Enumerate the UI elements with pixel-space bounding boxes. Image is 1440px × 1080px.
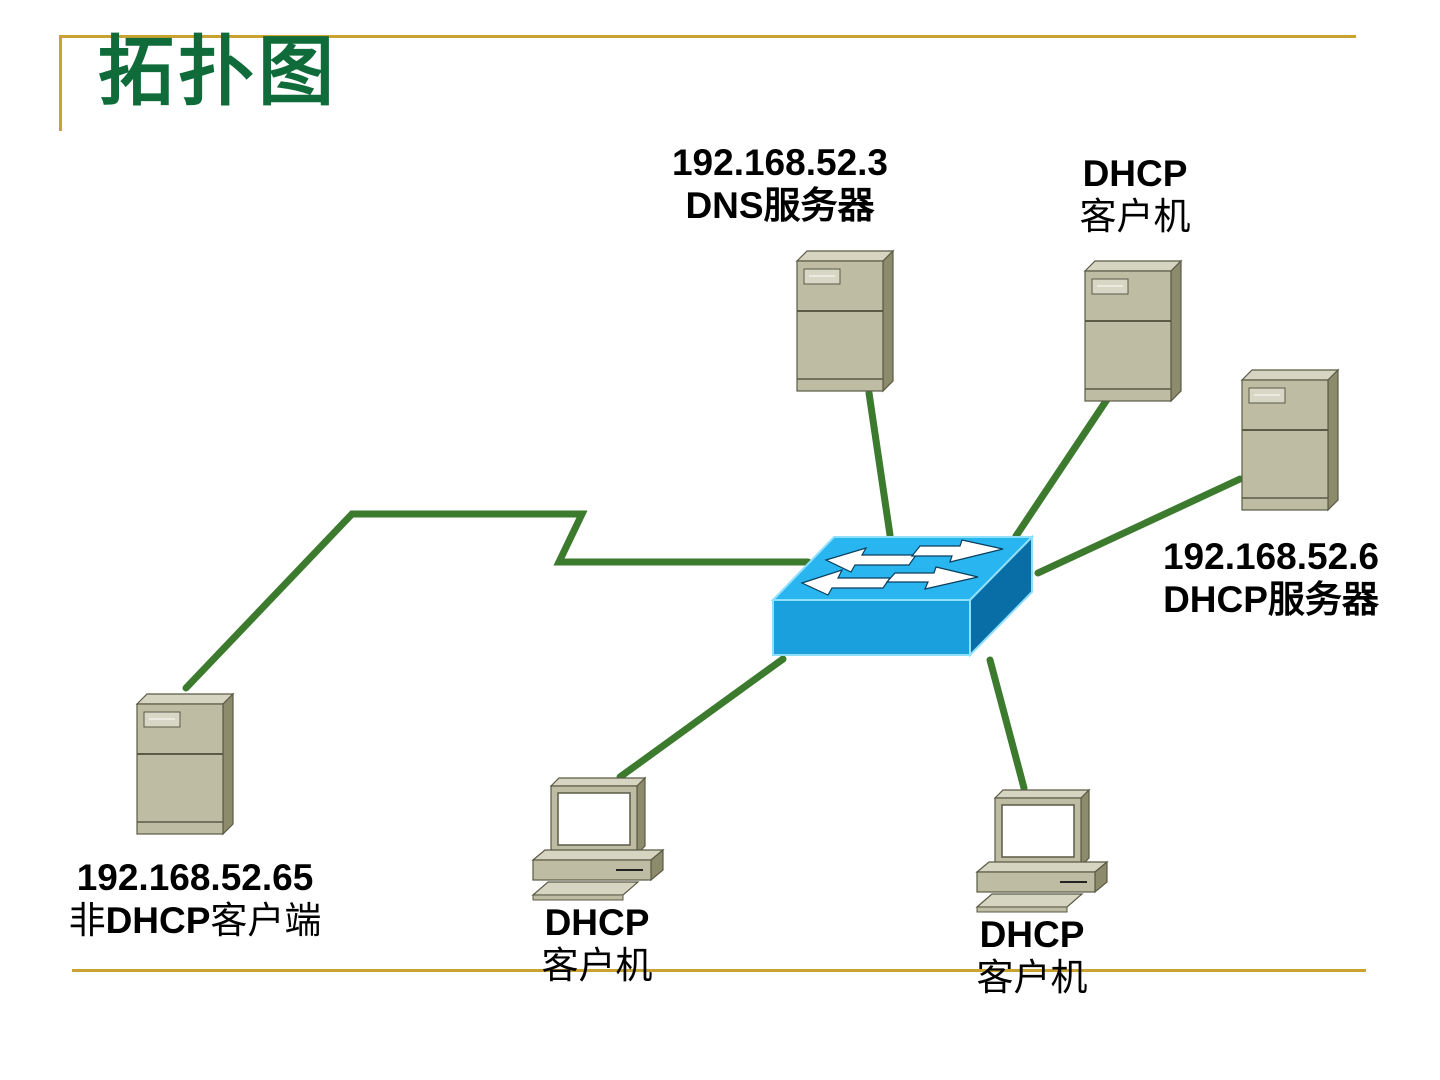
- dhcp-client-right-label: DHCP 客户机: [947, 914, 1117, 999]
- dns-server-label: 192.168.52.3 DNS服务器: [650, 142, 910, 227]
- link-serial-non-dhcp: [182, 510, 812, 692]
- dhcp-client-top-line1: DHCP: [1082, 153, 1188, 194]
- dhcp-server-label: 192.168.52.6 DHCP服务器: [1140, 536, 1402, 621]
- dhcp-client-mid-workstation-icon: [532, 777, 664, 901]
- dhcp-client-top-line2: 客户机: [1079, 195, 1191, 237]
- non-dhcp-client-ip: 192.168.52.65: [76, 857, 314, 898]
- left-rule: [59, 35, 62, 131]
- link-dns-server: [865, 389, 894, 539]
- dhcp-client-mid-line2: 客户机: [541, 944, 653, 986]
- links: [182, 389, 1244, 792]
- dns-server-role: DNS服务器: [685, 184, 875, 226]
- dns-server-icon: [796, 250, 894, 392]
- link-dhcp-client-top: [1012, 394, 1112, 540]
- dhcp-client-right-workstation-icon: [976, 789, 1108, 913]
- slide-title: 拓扑图: [98, 27, 338, 116]
- dhcp-server-icon: [1241, 369, 1339, 511]
- non-dhcp-client-label: 192.168.52.65 非DHCP客户端: [50, 857, 340, 942]
- link-dhcp-client-mid: [616, 655, 787, 781]
- dhcp-client-mid-label: DHCP 客户机: [512, 902, 682, 987]
- dhcp-client-top-server-icon: [1084, 260, 1182, 402]
- non-dhcp-bold: DHCP: [105, 899, 211, 941]
- dns-server-ip: 192.168.52.3: [671, 142, 889, 183]
- top-rule: [60, 35, 1356, 38]
- dhcp-client-top-label: DHCP 客户机: [1050, 153, 1220, 238]
- dhcp-client-mid-line1: DHCP: [544, 902, 650, 943]
- bottom-rule: [72, 969, 1366, 972]
- dhcp-server-role: DHCP服务器: [1163, 578, 1379, 620]
- dhcp-server-ip: 192.168.52.6: [1162, 536, 1380, 577]
- non-dhcp-client-role: 非DHCP客户端: [50, 900, 340, 943]
- dhcp-client-right-line2: 客户机: [976, 956, 1088, 998]
- non-dhcp-prefix: 非: [68, 899, 106, 941]
- switch-icon: [770, 534, 1035, 658]
- non-dhcp-suffix: 客户端: [210, 899, 322, 941]
- link-dhcp-server: [1034, 475, 1244, 577]
- link-dhcp-client-right: [986, 656, 1028, 792]
- dhcp-client-right-line1: DHCP: [979, 914, 1085, 955]
- non-dhcp-client-server-icon: [136, 693, 234, 835]
